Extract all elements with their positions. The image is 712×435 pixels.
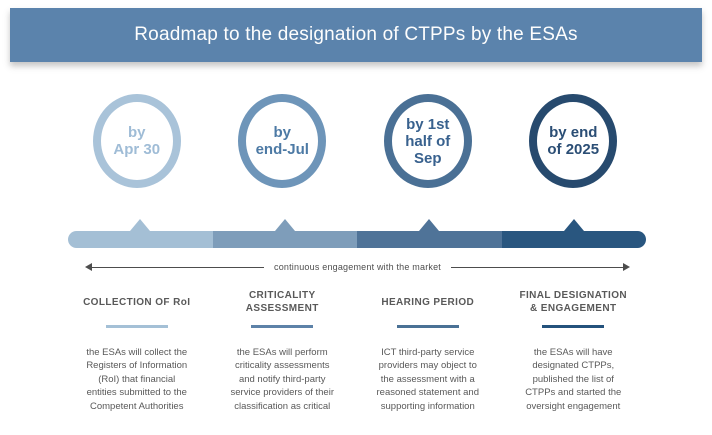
milestone-4-date-line2: of 2025 (547, 141, 600, 158)
phase-4-heading: FINAL DESIGNATION & ENGAGEMENT (519, 290, 628, 314)
phase-3-heading: HEARING PERIOD (381, 296, 475, 308)
marker-1-cell (68, 219, 213, 231)
milestone-3-date-line2: half of Sep (405, 132, 451, 167)
timeline-segment-1 (68, 231, 213, 248)
milestone-1-date-line2: Apr 30 (113, 141, 161, 158)
milestone-1-cell: by Apr 30 (64, 94, 210, 188)
timeline-segment-3 (357, 231, 502, 248)
engagement-arrow: continuous engagement with the market (85, 261, 630, 273)
timeline-markers (68, 219, 646, 231)
phase-4-underline (542, 325, 605, 328)
phase-2-heading: CRITICALITY ASSESSMENT (245, 290, 319, 314)
engagement-label: continuous engagement with the market (274, 262, 441, 272)
phase-3-underline (396, 325, 459, 328)
timeline-marker-2-icon (274, 219, 295, 231)
milestone-3-date: by 1st half of Sep (392, 116, 464, 167)
arrow-left-icon (85, 263, 92, 271)
phase-4-description: the ESAs will have designated CTPPs, pub… (525, 346, 622, 412)
milestone-2-date-line2: end-Jul (255, 141, 309, 158)
timeline-marker-3-icon (419, 219, 440, 231)
milestone-4-date-line1: by end (549, 124, 598, 141)
arrow-right-icon (623, 263, 630, 271)
milestone-4-cell: by end of 2025 (501, 94, 647, 188)
marker-3-cell (357, 219, 502, 231)
arrow-line-right (451, 266, 623, 268)
phase-1-underline (105, 325, 168, 328)
milestone-1-date: by Apr 30 (113, 124, 160, 158)
timeline-marker-1-icon (130, 219, 151, 231)
page-title: Roadmap to the designation of CTPPs by t… (134, 24, 578, 45)
phase-column-1: COLLECTION OF RoI the ESAs will collect … (64, 286, 210, 413)
milestone-3-date-line1: by 1st (406, 115, 450, 133)
phase-column-3: HEARING PERIOD ICT third-party service p… (355, 286, 501, 413)
phase-column-4: FINAL DESIGNATION & ENGAGEMENT the ESAs … (501, 286, 647, 413)
milestone-3-circle: by 1st half of Sep (383, 94, 472, 188)
phase-1-heading: COLLECTION OF RoI (83, 296, 191, 308)
milestone-1-circle: by Apr 30 (92, 94, 181, 188)
timeline-bar (68, 231, 646, 248)
milestone-circles-row: by Apr 30 by end-Jul by 1st half of Sep (64, 94, 646, 188)
milestone-2-circle: by end-Jul (238, 94, 327, 188)
phase-columns: COLLECTION OF RoI the ESAs will collect … (64, 286, 646, 413)
phase-column-2: CRITICALITY ASSESSMENT the ESAs will per… (210, 286, 356, 413)
milestone-4-date: by end of 2025 (547, 124, 599, 158)
milestone-2-date: by end-Jul (256, 124, 309, 158)
phase-1-description: the ESAs will collect the Registers of I… (86, 346, 188, 412)
milestone-4-circle: by end of 2025 (529, 94, 618, 188)
milestone-2-date-line1: by (273, 124, 291, 141)
timeline-segment-4 (501, 231, 646, 248)
phase-2-underline (251, 325, 314, 328)
timeline-segment-2 (212, 231, 357, 248)
timeline-marker-4-icon (563, 219, 584, 231)
milestone-3-cell: by 1st half of Sep (355, 94, 501, 188)
marker-2-cell (213, 219, 358, 231)
phase-3-description: ICT third-party service providers may ob… (376, 346, 479, 412)
milestone-1-date-line1: by (127, 124, 146, 141)
milestone-2-cell: by end-Jul (210, 94, 356, 188)
marker-4-cell (502, 219, 647, 231)
phase-2-description: the ESAs will perform criticality assess… (230, 346, 334, 412)
arrow-line-left (92, 266, 264, 268)
header-banner: Roadmap to the designation of CTPPs by t… (10, 8, 702, 62)
